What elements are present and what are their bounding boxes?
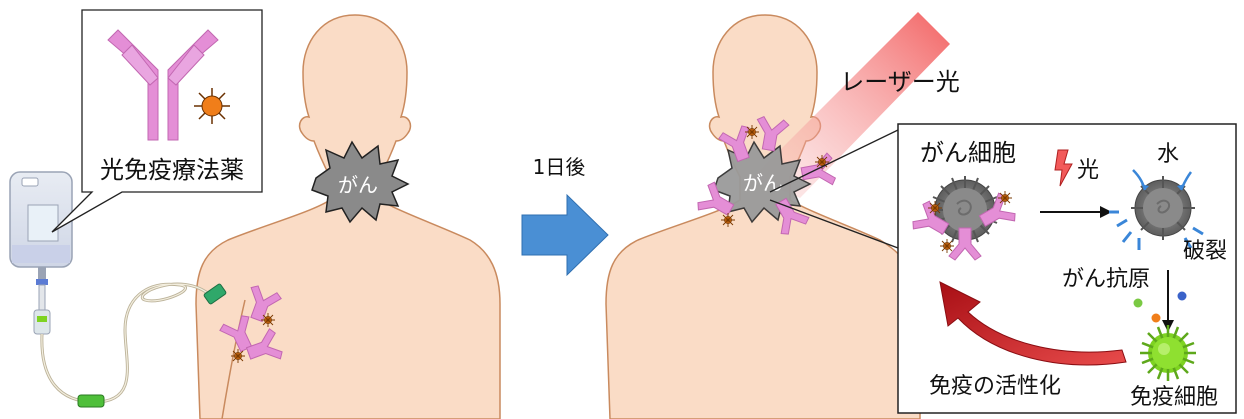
laser-label: レーザー光 <box>840 68 960 96</box>
antigen-blue <box>1178 292 1187 301</box>
drug-label: 光免疫療法薬 <box>100 156 244 184</box>
after-one-day-label: 1日後 <box>533 155 586 179</box>
water-label: 水 <box>1157 142 1179 167</box>
time-arrow <box>522 195 608 275</box>
antigen-green <box>1134 299 1143 308</box>
immune-cell-label: 免疫細胞 <box>1130 385 1218 410</box>
photosensitizer-icon <box>194 88 230 124</box>
antigen-orange <box>1152 314 1161 323</box>
tube-connector-bottom <box>78 395 104 407</box>
cancer-label-right: がん <box>743 171 783 195</box>
cancer-label-left: がん <box>338 173 378 197</box>
rupture-label: 破裂 <box>1183 239 1227 264</box>
cancer-cell-label: がん細胞 <box>920 139 1016 167</box>
antigen-label: がん抗原 <box>1062 267 1150 292</box>
light-label: 光 <box>1077 158 1099 183</box>
iv-bag <box>10 172 72 334</box>
activation-label: 免疫の活性化 <box>929 374 1061 399</box>
immune-cell-icon <box>1140 325 1196 381</box>
